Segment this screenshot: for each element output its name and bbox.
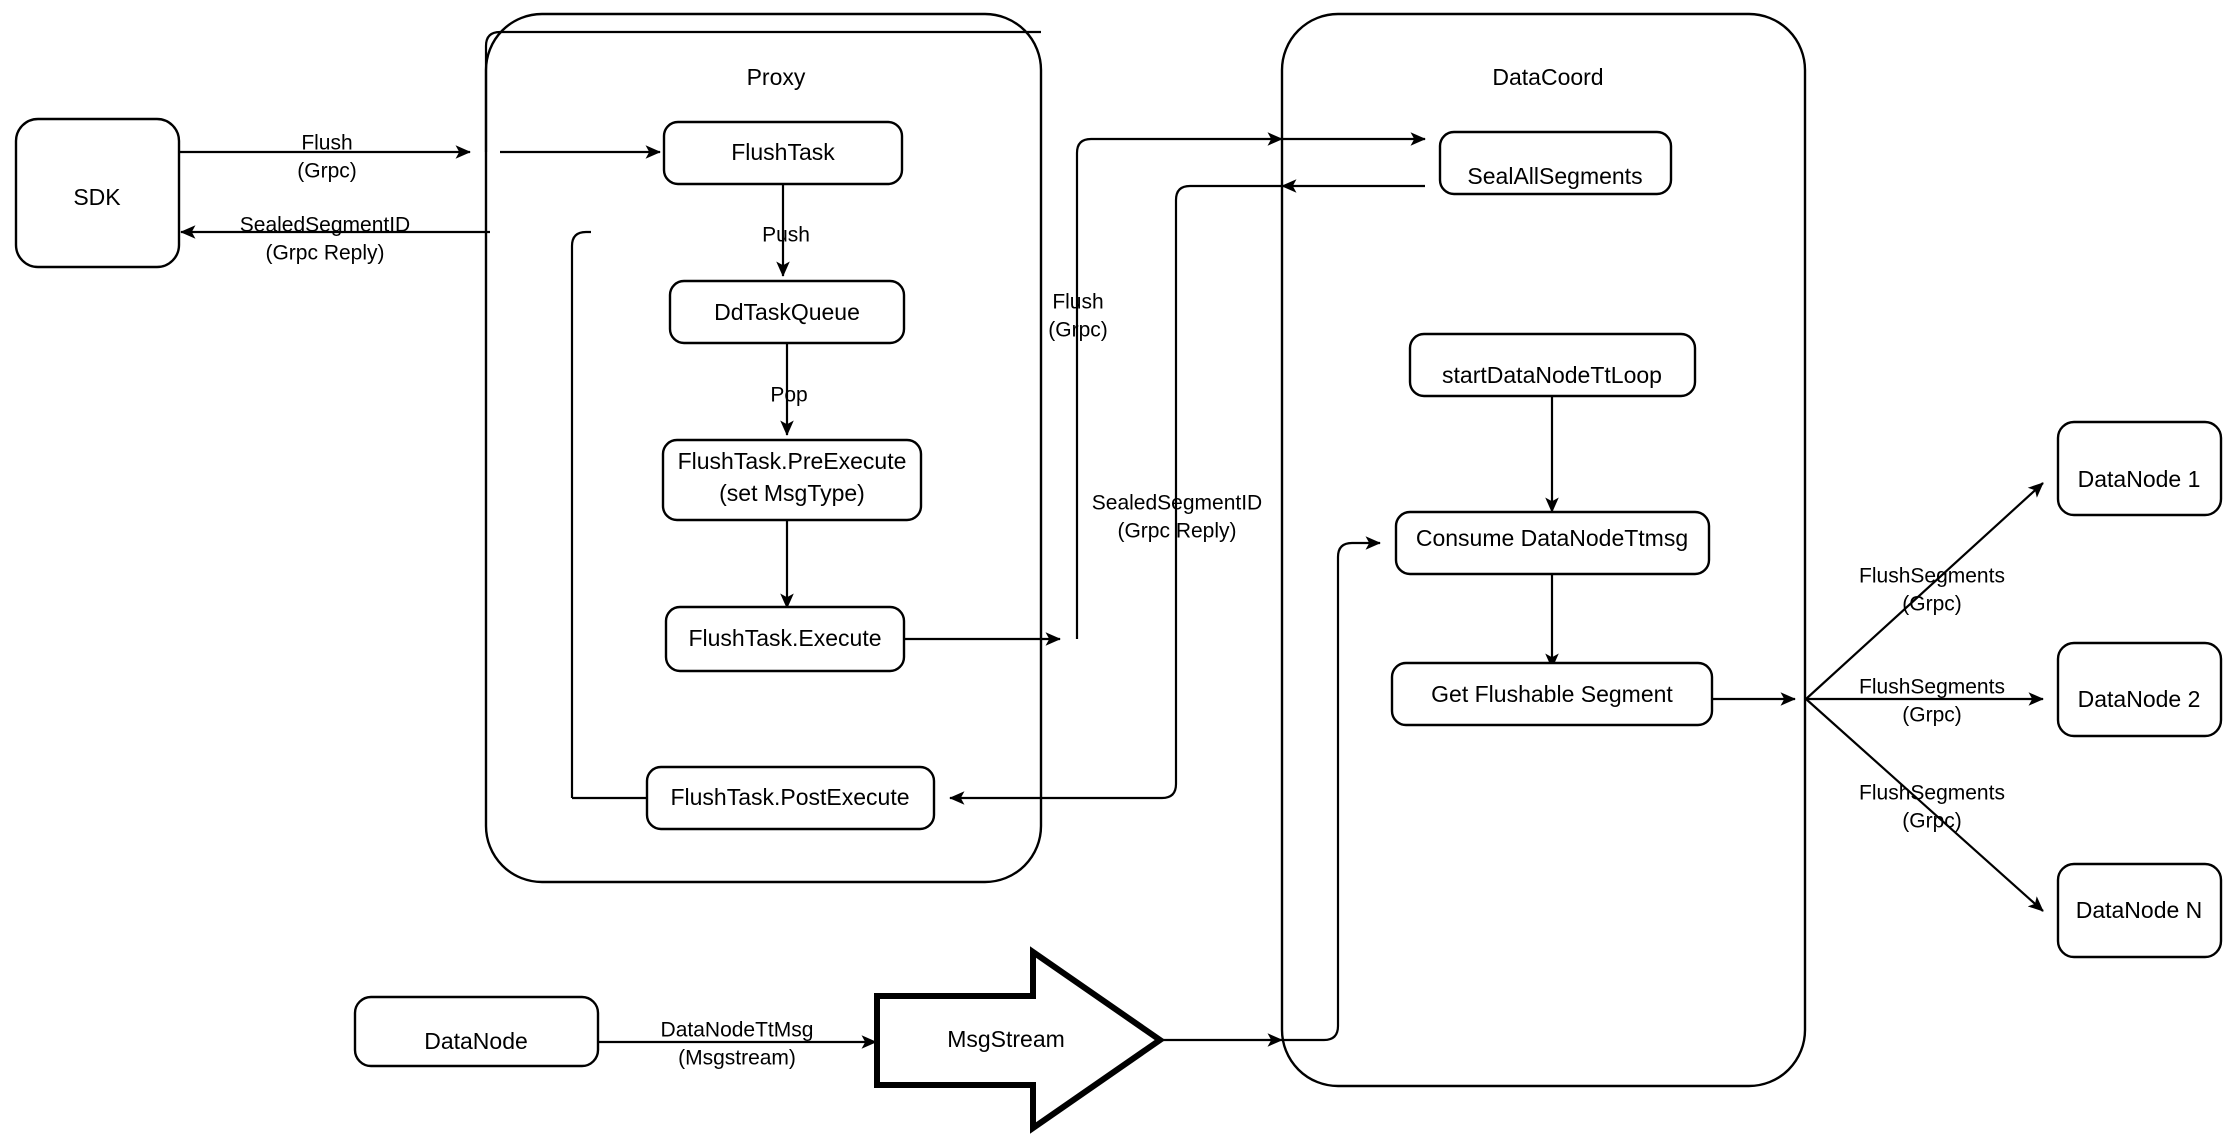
consumettmsg-label: Consume DataNodeTtmsg [1416,525,1688,551]
node-flushtask-execute: FlushTask.Execute [664,605,906,673]
edge-label-flushsegments-n-line1: FlushSegments [1859,782,2005,805]
edge-label-flush-grpc-line1: Flush [301,132,352,155]
proxy-boundary [484,12,1043,884]
datanode1-label: DataNode 1 [2078,466,2201,492]
node-start-datanode-tt-loop: startDataNodeTtLoop [1408,332,1697,398]
postexecute-label: FlushTask.PostExecute [670,784,909,810]
datanoden-box [2056,862,2223,959]
preexecute-label-line1: FlushTask.PreExecute [678,448,907,474]
edge-label-flushsegments-2-line1: FlushSegments [1859,676,2005,699]
node-flushtask-postexecute: FlushTask.PostExecute [645,765,936,831]
edge-label-sealedsegmentid-line2: (Grpc Reply) [265,242,384,265]
node-seal-all-segments: SealAllSegments [1438,130,1673,196]
sdk-box [14,117,181,269]
ddtaskqueue-label: DdTaskQueue [714,299,860,325]
datanode-source-box [353,995,600,1068]
node-consume-datanode-ttmsg: Consume DataNodeTtmsg [1394,510,1711,576]
edge-label-datanodettmsg-line2: (Msgstream) [678,1047,796,1070]
datacoord-title: DataCoord [1492,64,1603,90]
edge-sdk-to-proxy: Flush (Grpc) [179,132,471,183]
edge-label-coord-reply-line2: (Grpc Reply) [1117,520,1236,543]
execute-label: FlushTask.Execute [688,625,881,651]
edge-label-flush-grpc-line2: (Grpc) [297,160,357,183]
node-datanode-1: DataNode 1 [2056,420,2223,517]
node-msgstream: MsgStream [874,946,1166,1134]
node-datanode-source: DataNode [353,995,600,1068]
edge-flushsegments-datanode-2: FlushSegments (Grpc) [1806,676,2044,727]
edge-label-sealedsegmentid-line1: SealedSegmentID [240,214,410,237]
startdatanodettloop-label: startDataNodeTtLoop [1442,362,1662,388]
node-get-flushable-segment: Get Flushable Segment [1390,661,1714,727]
edge-flushsegments-datanode-n: FlushSegments (Grpc) [1805,698,2044,912]
edge-label-flushsegments-n-line2: (Grpc) [1902,810,1962,833]
edge-proxy-to-sdk: SealedSegmentID (Grpc Reply) [180,214,490,265]
edge-label-datanodettmsg-line1: DataNodeTtMsg [661,1019,814,1042]
datanode2-label: DataNode 2 [2078,686,2201,712]
edge-label-flushsegments-2-line2: (Grpc) [1902,704,1962,727]
preexecute-label-line2: (set MsgType) [719,480,865,506]
node-flushtask-preexecute: FlushTask.PreExecute (set MsgType) [661,438,923,522]
msgstream-label: MsgStream [947,1026,1065,1052]
edge-label-flushsegments-1-line1: FlushSegments [1859,565,2005,588]
datanode1-box [2056,420,2223,517]
preexecute-box [661,438,923,522]
edge-postexecute-return-trunk [570,230,591,798]
edge-flush-grpc-to-datacoord [1075,132,1283,639]
node-datanode-2: DataNode 2 [2056,641,2223,738]
edge-proxy-top-trunk [484,30,1041,152]
edge-msgstream-into-consume [1282,536,1381,1042]
getflushable-label: Get Flushable Segment [1431,681,1673,707]
flushtask-label: FlushTask [731,139,835,165]
edge-label-push: Push [762,224,810,247]
datanode2-box [2056,641,2223,738]
container-proxy: Proxy [484,12,1043,884]
datanoden-label: DataNode N [2076,897,2203,923]
datacoord-boundary [1280,12,1807,1088]
msgstream-arrow-shape [874,946,1166,1134]
edge-datanode-to-msgstream: DataNodeTtMsg (Msgstream) [598,1019,877,1070]
edge-label-coord-reply-line1: SealedSegmentID [1092,492,1262,515]
edge-label-proxy-flush-line2: (Grpc) [1048,319,1108,342]
postexecute-box [645,765,936,831]
edge-label-pop: Pop [770,384,807,407]
node-datanode-n: DataNode N [2056,862,2223,959]
node-flush-task: FlushTask [662,120,904,186]
edge-flushsegments-datanode-1: FlushSegments (Grpc) [1805,482,2044,700]
sdk-label: SDK [73,184,121,210]
datanode-source-label: DataNode [424,1028,528,1054]
proxy-title: Proxy [747,64,806,90]
getflushable-box [1390,661,1714,727]
edge-label-flushsegments-1-line2: (Grpc) [1902,593,1962,616]
node-sdk: SDK [14,117,181,269]
node-dd-task-queue: DdTaskQueue [668,279,906,345]
edge-label-proxy-flush-line1: Flush [1052,291,1103,314]
edge-sealedsegmentid-to-postexecute [949,184,1282,805]
container-datacoord: DataCoord [1280,12,1807,1088]
sealallsegments-label: SealAllSegments [1467,163,1642,189]
sealallsegments-box [1438,130,1673,196]
